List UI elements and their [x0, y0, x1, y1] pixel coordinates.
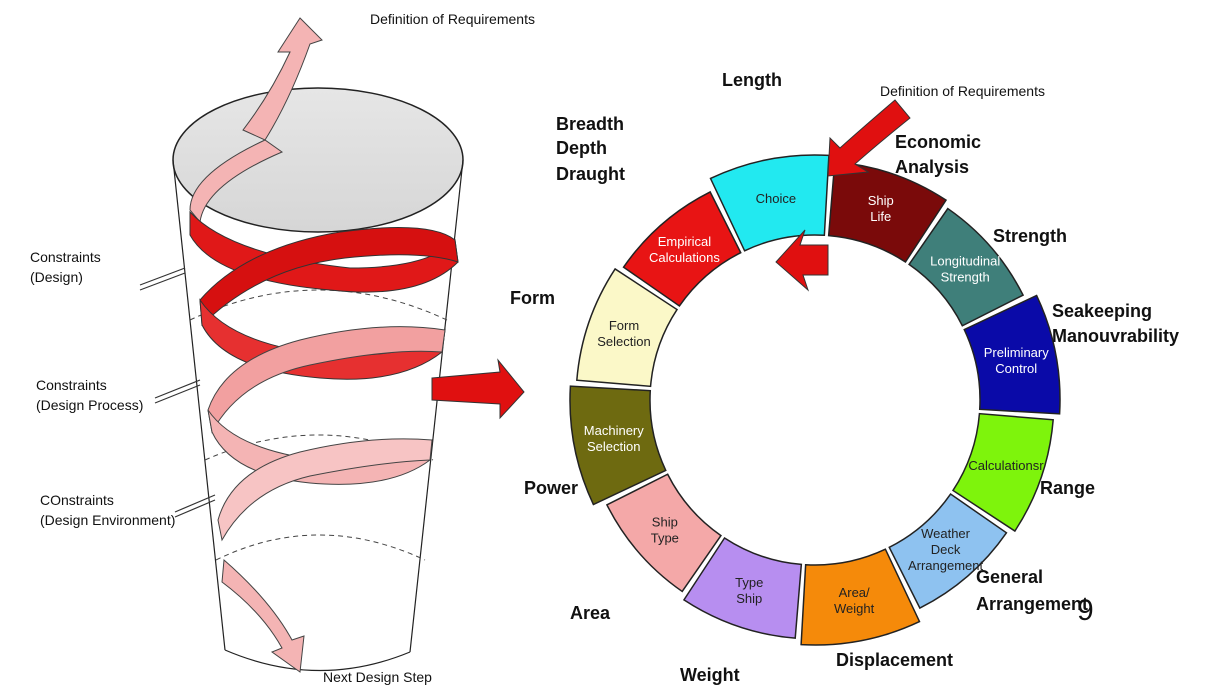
label-general: General: [976, 567, 1043, 587]
constraint-3-line1: COnstraints: [40, 492, 114, 508]
connector-arrow-icon: [432, 360, 524, 418]
constraint-1-line2: (Design): [30, 269, 83, 285]
label-power: Power: [524, 478, 578, 498]
constraint-1-line1: Constraints: [30, 249, 101, 265]
label-form: Form: [510, 288, 555, 308]
label-range: Range: [1040, 478, 1095, 498]
label-manouvrability: Manouvrability: [1052, 326, 1179, 346]
label-weight: Weight: [680, 665, 740, 685]
label-analysis: Analysis: [895, 157, 969, 177]
label-seakeeping: Seakeeping: [1052, 301, 1152, 321]
iteration-arrow-icon: [776, 230, 828, 290]
label-draught: Draught: [556, 164, 625, 184]
label-displacement: Displacement: [836, 650, 953, 670]
wheel-segment-label: Area/Weight: [834, 585, 875, 616]
label-breadth: Breadth: [556, 114, 624, 134]
constraint-2-line1: Constraints: [36, 377, 107, 393]
constraint-3-line2: (Design Environment): [40, 512, 175, 528]
label-depth: Depth: [556, 138, 607, 158]
label-strength: Strength: [993, 226, 1067, 246]
wheel-segment-label: Calculationsr: [968, 458, 1044, 473]
label-economic: Economic: [895, 132, 981, 152]
wheel-requirements-label: Definition of Requirements: [880, 83, 1045, 99]
label-arrangement: Arrangement: [976, 594, 1088, 614]
constraint-2-line2: (Design Process): [36, 397, 143, 413]
wheel-segment-label: Choice: [756, 191, 796, 206]
page-number: 9: [1077, 594, 1094, 627]
spiral-bottom-label: Next Design Step: [323, 669, 432, 685]
label-length: Length: [722, 70, 782, 90]
spiral-top-label: Definition of Requirements: [370, 11, 535, 27]
label-area: Area: [570, 603, 611, 623]
